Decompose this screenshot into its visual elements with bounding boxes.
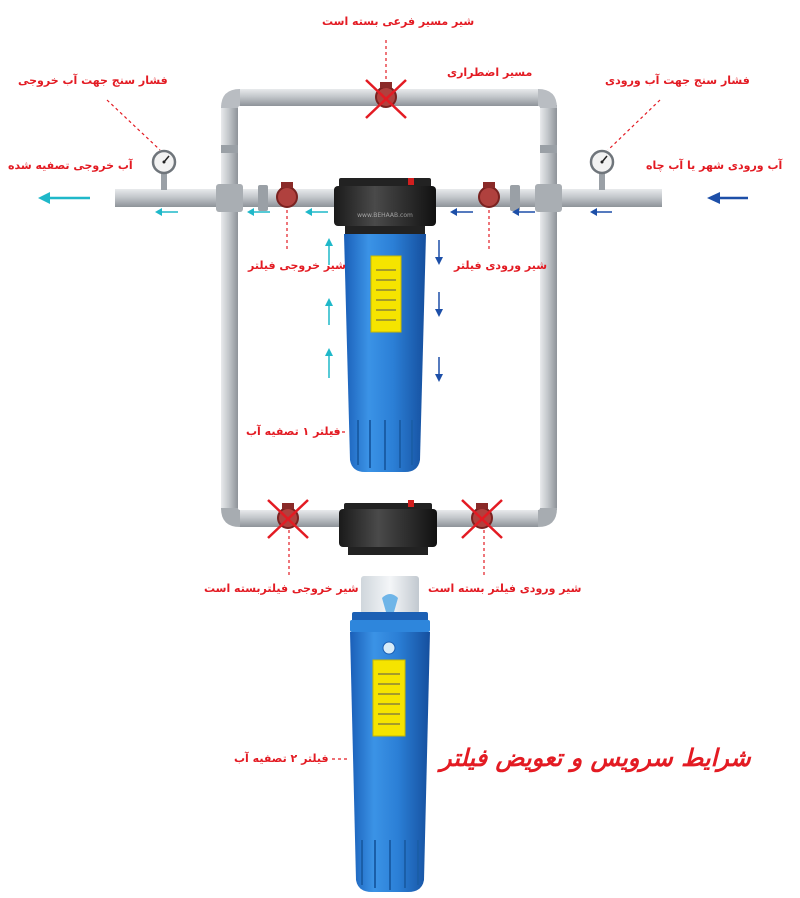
filter-2-housing bbox=[350, 576, 430, 892]
filter-2-inlet-closed-label: شیر ورودی فیلتر بسته است bbox=[428, 582, 582, 595]
right-vertical-pipe bbox=[540, 105, 557, 510]
filter-1-housing bbox=[334, 178, 436, 472]
elbow-top-right bbox=[538, 89, 557, 108]
page-title: شرایط سرویس و تعویض فیلتر bbox=[440, 744, 751, 772]
tee-right bbox=[535, 184, 562, 212]
inlet-flow-arrows bbox=[435, 192, 748, 382]
filter-inlet-valve bbox=[478, 182, 500, 208]
filter-outlet-valve-label: شیر خروجی فیلتر bbox=[248, 259, 346, 272]
filter-inlet-valve-label: شیر ورودی فیلتر bbox=[454, 259, 548, 272]
inlet-water-label: آب ورودی شهر یا آب چاه bbox=[646, 159, 783, 172]
union-top bbox=[540, 145, 557, 153]
bypass-valve-closed bbox=[365, 79, 407, 119]
filter-2-cap bbox=[339, 500, 437, 555]
outlet-water-label: آب خروجی تصفیه شده bbox=[8, 159, 133, 172]
union-left bbox=[258, 185, 268, 211]
union-right bbox=[510, 185, 520, 211]
elbow-top-left bbox=[221, 89, 240, 108]
outlet-pressure-gauge bbox=[151, 149, 177, 190]
tee-left bbox=[216, 184, 243, 212]
elbow-bottom-right bbox=[538, 508, 557, 527]
filter2-inlet-valve-closed bbox=[461, 499, 503, 539]
watermark-text: www.BEHAAB.com bbox=[357, 212, 413, 219]
filter-2-outlet-closed-label: شیر خروجی فیلتربسته است bbox=[204, 582, 359, 595]
inlet-pressure-gauge bbox=[589, 149, 615, 190]
bypass-path-label: مسیر اضطراری bbox=[447, 66, 533, 79]
inlet-gauge-label: فشار سنج جهت آب ورودی bbox=[605, 74, 750, 87]
union-left-vert bbox=[221, 145, 238, 153]
leader-lines bbox=[106, 40, 661, 760]
outlet-flow-arrows bbox=[38, 192, 333, 378]
filter-outlet-valve bbox=[276, 182, 298, 208]
outlet-gauge-label: فشار سنج جهت آب خروجی bbox=[18, 74, 168, 87]
elbow-bottom-left bbox=[221, 508, 240, 527]
filter2-outlet-valve-closed bbox=[267, 499, 309, 539]
bypass-valve-label: شیر مسیر فرعی بسته است bbox=[322, 15, 475, 28]
left-vertical-pipe bbox=[221, 105, 238, 510]
filter-2-label: فیلتر ۲ تصفیه آب bbox=[234, 752, 329, 765]
filter-1-label: فیلتر ۱ تصفیه آب bbox=[246, 425, 341, 438]
